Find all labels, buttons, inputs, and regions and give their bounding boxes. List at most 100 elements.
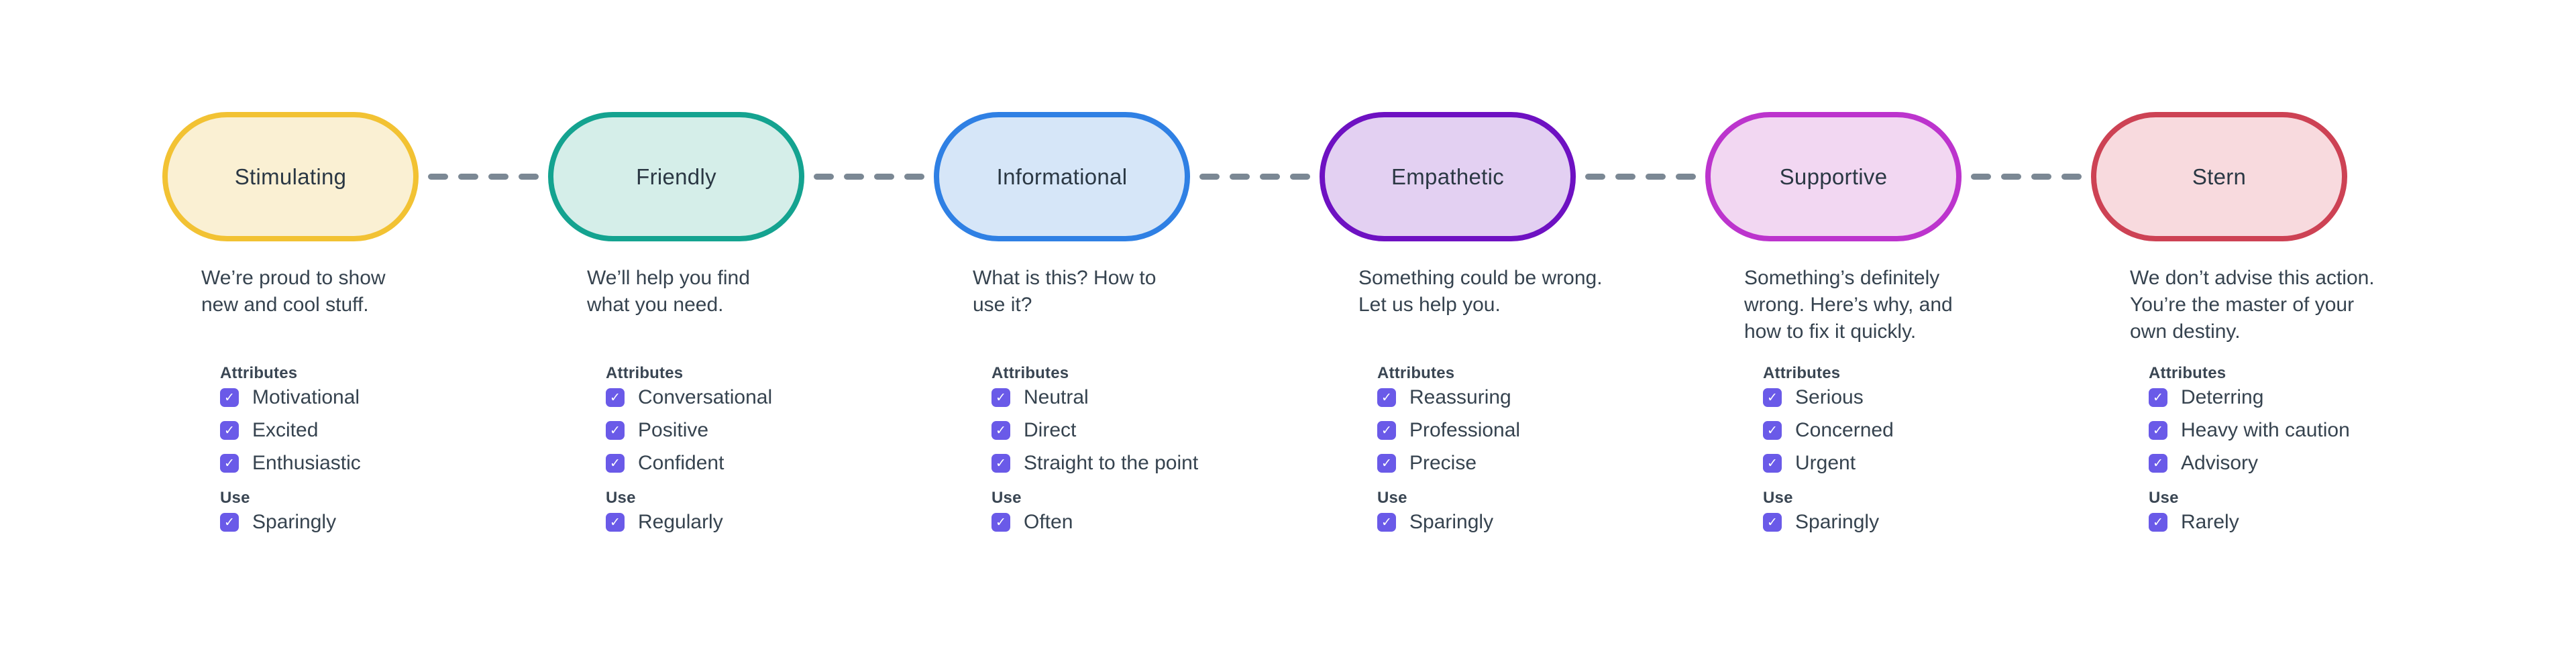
checkmark-icon: ✓ [610, 423, 621, 438]
tone-column-stimulating: Stimulating We’re proud to show new and … [162, 112, 419, 546]
attributes-heading: Attributes [2149, 364, 2226, 382]
tone-pill-supportive: Supportive [1705, 112, 1962, 241]
use-heading: Use [991, 489, 1022, 507]
use-checkbox-row: ✓ Regularly [606, 511, 804, 533]
attribute-label: Deterring [2181, 386, 2264, 408]
checkbox-checked-icon[interactable]: ✓ [1763, 388, 1782, 407]
checkmark-icon: ✓ [610, 390, 621, 405]
attribute-label: Advisory [2181, 452, 2259, 474]
attribute-checkbox-row: ✓ Enthusiastic [220, 452, 419, 474]
dash-segment [814, 174, 834, 180]
attribute-label: Enthusiastic [252, 452, 361, 474]
use-label: Sparingly [252, 511, 337, 533]
attribute-checkbox-row: ✓ Professional [1377, 419, 1576, 441]
attributes-heading: Attributes [991, 364, 1069, 382]
checkbox-checked-icon[interactable]: ✓ [220, 388, 239, 407]
use-label: Sparingly [1409, 511, 1494, 533]
attribute-label: Urgent [1795, 452, 1856, 474]
dash-segment [1290, 174, 1310, 180]
checkbox-checked-icon[interactable]: ✓ [1763, 513, 1782, 532]
attribute-checkbox-row: ✓ Advisory [2149, 452, 2347, 474]
use-checkbox-row: ✓ Often [991, 511, 1190, 533]
checkmark-icon: ✓ [996, 423, 1006, 438]
attributes-section: Attributes ✓ Motivational ✓ Excited ✓ En… [220, 364, 419, 474]
checkbox-checked-icon[interactable]: ✓ [2149, 388, 2167, 407]
checkmark-icon: ✓ [1381, 390, 1392, 405]
tone-description: We’ll help you find what you need. [587, 267, 750, 316]
checkbox-checked-icon[interactable]: ✓ [1763, 421, 1782, 440]
checkbox-checked-icon[interactable]: ✓ [2149, 421, 2167, 440]
checkbox-checked-icon[interactable]: ✓ [1377, 454, 1396, 473]
attribute-label: Professional [1409, 419, 1521, 441]
use-heading: Use [606, 489, 636, 507]
attributes-section: Attributes ✓ Reassuring ✓ Professional ✓… [1377, 364, 1576, 474]
dash-segment [2001, 174, 2021, 180]
use-section: Use ✓ Sparingly [1763, 489, 1962, 533]
attribute-checkbox-row: ✓ Reassuring [1377, 386, 1576, 408]
dash-segment [2061, 174, 2082, 180]
tone-column-supportive: Supportive Something’s definitely wrong.… [1705, 112, 1962, 546]
attribute-checkbox-row: ✓ Conversational [606, 386, 804, 408]
checkbox-checked-icon[interactable]: ✓ [2149, 513, 2167, 532]
dash-segment [519, 174, 539, 180]
use-label: Regularly [638, 511, 723, 533]
dash-segment [428, 174, 448, 180]
use-section: Use ✓ Sparingly [1377, 489, 1576, 533]
connector-dashed-line [419, 112, 548, 241]
checkbox-checked-icon[interactable]: ✓ [606, 388, 625, 407]
checkmark-icon: ✓ [1381, 423, 1392, 438]
checkbox-checked-icon[interactable]: ✓ [991, 513, 1010, 532]
use-checkbox-row: ✓ Sparingly [220, 511, 419, 533]
use-heading: Use [1377, 489, 1407, 507]
tone-description: We don’t advise this action. You’re the … [2130, 267, 2375, 343]
attribute-label: Confident [638, 452, 724, 474]
tone-description: Something’s definitely wrong. Here’s why… [1744, 267, 1953, 343]
connector-dashed-line [804, 112, 934, 241]
attribute-label: Straight to the point [1024, 452, 1199, 474]
checkbox-checked-icon[interactable]: ✓ [1377, 513, 1396, 532]
use-checkbox-row: ✓ Rarely [2149, 511, 2347, 533]
checkbox-checked-icon[interactable]: ✓ [220, 421, 239, 440]
checkbox-checked-icon[interactable]: ✓ [1377, 421, 1396, 440]
checkmark-icon: ✓ [2153, 515, 2163, 530]
use-section: Use ✓ Regularly [606, 489, 804, 533]
checkbox-checked-icon[interactable]: ✓ [1763, 454, 1782, 473]
dash-segment [1199, 174, 1220, 180]
use-label: Often [1024, 511, 1073, 533]
checkbox-checked-icon[interactable]: ✓ [1377, 388, 1396, 407]
use-checkbox-row: ✓ Sparingly [1377, 511, 1576, 533]
tone-pill-stern: Stern [2091, 112, 2347, 241]
dash-segment [2031, 174, 2051, 180]
attribute-checkbox-row: ✓ Excited [220, 419, 419, 441]
checkbox-checked-icon[interactable]: ✓ [220, 454, 239, 473]
checkbox-checked-icon[interactable]: ✓ [220, 513, 239, 532]
connector-dashed-line [1190, 112, 1320, 241]
checkbox-checked-icon[interactable]: ✓ [2149, 454, 2167, 473]
checkbox-checked-icon[interactable]: ✓ [991, 388, 1010, 407]
use-heading: Use [220, 489, 250, 507]
checkmark-icon: ✓ [2153, 423, 2163, 438]
attribute-checkbox-row: ✓ Neutral [991, 386, 1190, 408]
checkmark-icon: ✓ [224, 390, 235, 405]
tone-column-informational: Informational What is this? How to use i… [934, 112, 1198, 546]
attribute-label: Serious [1795, 386, 1864, 408]
checkmark-icon: ✓ [610, 456, 621, 471]
attribute-label: Positive [638, 419, 709, 441]
checkbox-checked-icon[interactable]: ✓ [606, 513, 625, 532]
tone-spectrum-diagram: Stimulating We’re proud to show new and … [162, 112, 2375, 546]
dash-segment [1260, 174, 1280, 180]
attribute-checkbox-row: ✓ Confident [606, 452, 804, 474]
tone-pill-stimulating: Stimulating [162, 112, 419, 241]
checkbox-checked-icon[interactable]: ✓ [991, 454, 1010, 473]
checkbox-checked-icon[interactable]: ✓ [991, 421, 1010, 440]
checkbox-checked-icon[interactable]: ✓ [606, 454, 625, 473]
attribute-checkbox-row: ✓ Straight to the point [991, 452, 1198, 474]
checkbox-checked-icon[interactable]: ✓ [606, 421, 625, 440]
dash-segment [488, 174, 508, 180]
tone-pill-informational: Informational [934, 112, 1190, 241]
attributes-heading: Attributes [1763, 364, 1841, 382]
dash-segment [844, 174, 864, 180]
checkmark-icon: ✓ [1381, 456, 1392, 471]
attribute-label: Heavy with caution [2181, 419, 2350, 441]
attribute-checkbox-row: ✓ Precise [1377, 452, 1576, 474]
